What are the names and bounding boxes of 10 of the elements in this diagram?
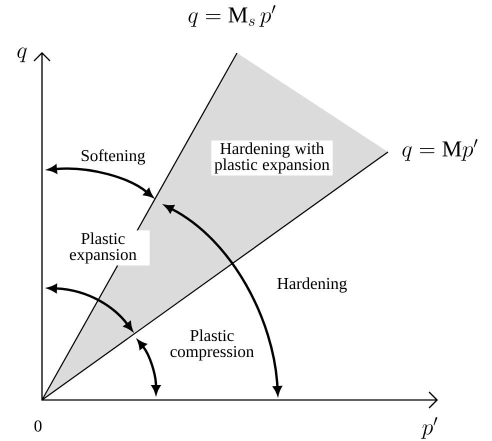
line-equation: $q = \mathrm{M}p'$ bbox=[402, 139, 478, 161]
region-label: Plastic compression bbox=[162, 327, 262, 363]
line-equation: $q = \mathrm{M}_s\, p'$ bbox=[188, 5, 276, 27]
region-label: Plastic expansion bbox=[56, 230, 150, 266]
axis-label: $q$ bbox=[18, 48, 27, 62]
region-label: Hardening with plastic expansion bbox=[211, 140, 333, 176]
origin-label: 0 bbox=[34, 420, 42, 432]
region-label: Hardening bbox=[274, 275, 350, 295]
region-label: Softening bbox=[78, 147, 148, 167]
axis-label: $p'$ bbox=[421, 417, 438, 439]
